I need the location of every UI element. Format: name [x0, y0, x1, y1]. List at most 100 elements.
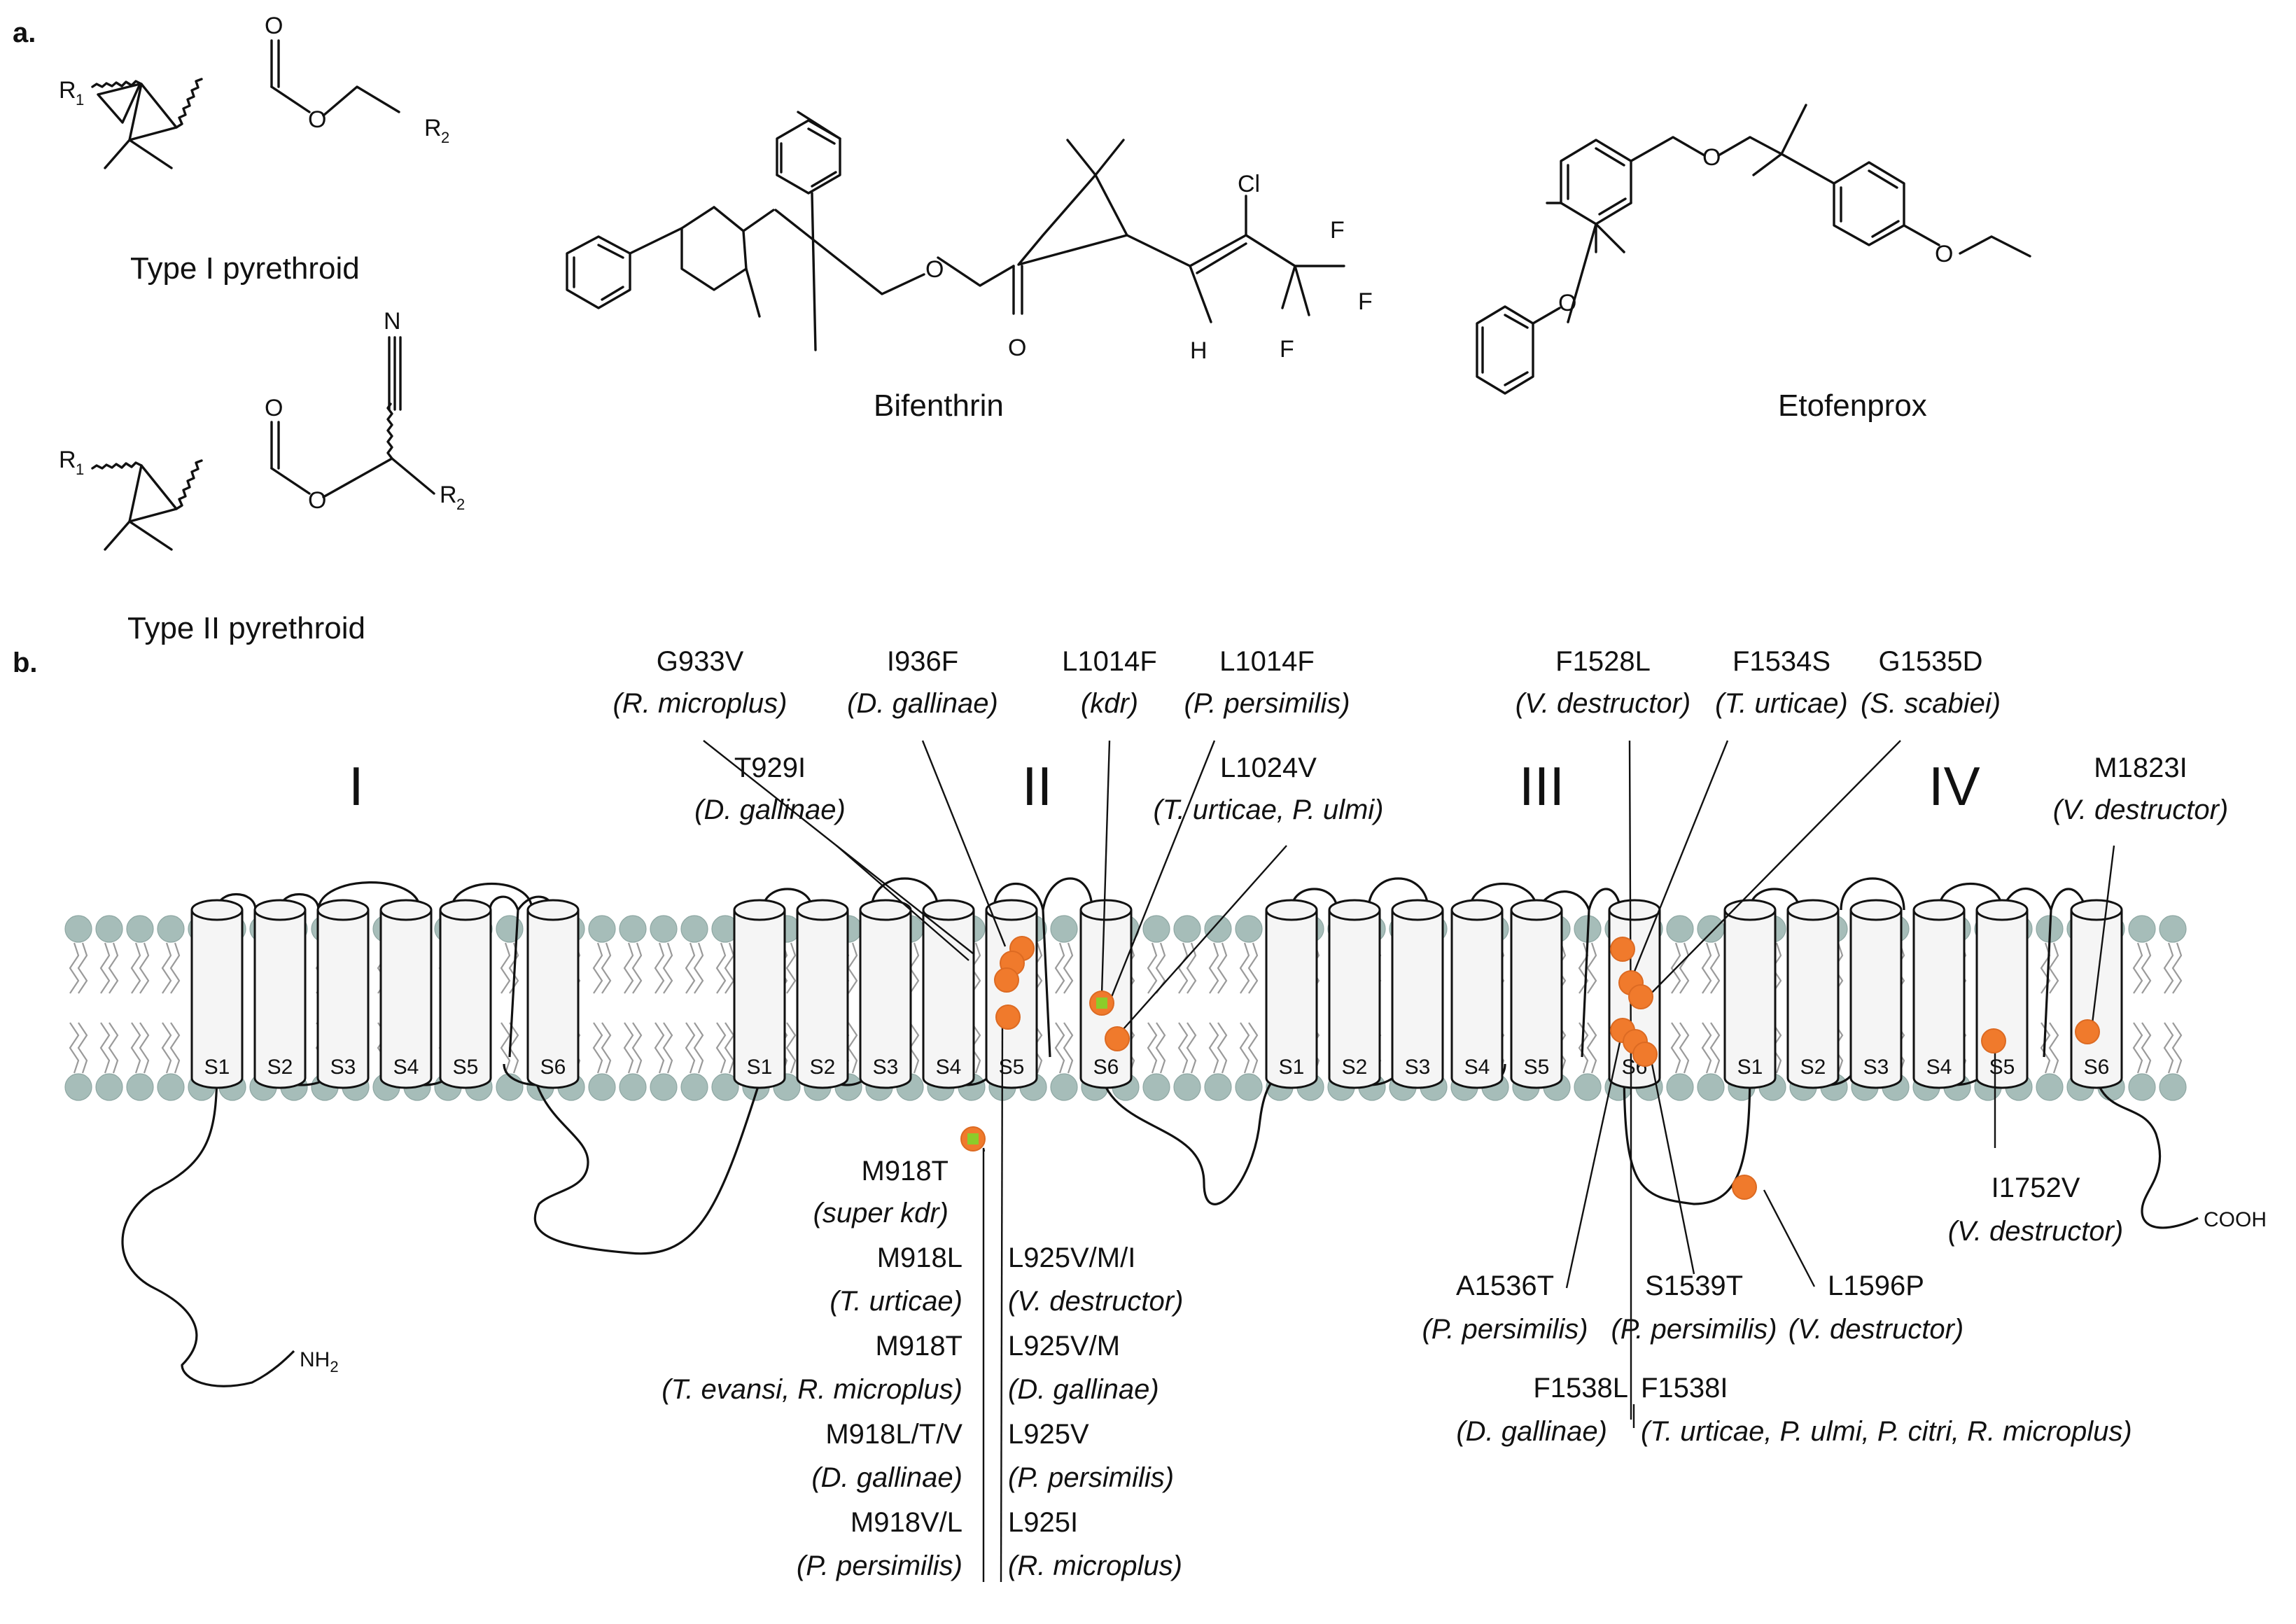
- lipid-tail: [161, 1022, 172, 1074]
- lipid-tail: [1709, 1022, 1721, 1074]
- mut-l1014f-pp-name: L1014F: [1219, 646, 1315, 677]
- lipid-tail: [1239, 1022, 1250, 1074]
- lipid-head: [1050, 915, 1078, 943]
- lipid-tail: [1155, 942, 1166, 994]
- helix-body: [316, 910, 370, 1089]
- lipid-tail: [2132, 1022, 2143, 1074]
- helix-top: [733, 899, 786, 921]
- lipid-head: [2036, 1073, 2064, 1101]
- mut-f1534s-name: F1534S: [1732, 646, 1830, 677]
- site-i1752v: [1981, 1028, 2006, 1054]
- lipid-head: [2159, 1073, 2187, 1101]
- lipid-tail: [1247, 1022, 1259, 1074]
- lipid-head: [1142, 915, 1170, 943]
- type1-label: Type I pyrethroid: [130, 251, 360, 286]
- mut-l1014f-pp-species: (P. persimilis): [1184, 688, 1350, 719]
- helix-top: [1608, 899, 1661, 921]
- mut-g933v-name: G933V: [657, 646, 744, 677]
- segment-label-1-5: S5: [453, 1056, 479, 1079]
- type2-carbonyl-o: O: [265, 395, 283, 421]
- lipid-head: [711, 1073, 739, 1101]
- helix-body: [190, 910, 244, 1089]
- lipid-tail: [2141, 1022, 2152, 1074]
- lipid-tail: [1208, 942, 1219, 994]
- lipid-tail: [847, 1022, 858, 1074]
- lipid-head: [1235, 915, 1263, 943]
- lipid-tail: [161, 942, 172, 994]
- type2-pyrethroid-structure: [91, 336, 435, 551]
- lipid-tail: [1063, 1022, 1074, 1074]
- type1-r1: R: [59, 77, 76, 104]
- lipid-tail: [631, 942, 643, 994]
- domain-label-i: I: [349, 755, 364, 817]
- segment-label-2-3: S3: [873, 1056, 899, 1079]
- lipid-tail: [662, 942, 673, 994]
- mut-i936f-species: (D. gallinae): [847, 688, 998, 719]
- etofenprox-structure: [1560, 104, 2031, 323]
- lipid-tail: [2163, 942, 2174, 994]
- site-l1024v: [1105, 1026, 1130, 1051]
- lipid-head: [1697, 915, 1725, 943]
- mut-l925v-species: (P. persimilis): [1008, 1462, 1174, 1493]
- mut-l925vm-name: L925V/M: [1008, 1331, 1120, 1362]
- lipid-head: [1204, 1073, 1232, 1101]
- lipid-tail: [1208, 1022, 1219, 1074]
- lipid-tail: [1217, 1022, 1228, 1074]
- lipid-tail: [2048, 1022, 2059, 1074]
- mut-m918l-species: (T. urticae): [830, 1286, 962, 1317]
- lipid-tail: [2132, 942, 2143, 994]
- mutation-sites: [960, 936, 2100, 1200]
- helix-top: [1391, 899, 1444, 921]
- lipid-tail: [654, 942, 665, 994]
- helix-top: [1510, 899, 1563, 921]
- helix-top: [985, 899, 1038, 921]
- bifenthrin-h: H: [1190, 337, 1208, 364]
- mut-m918t-name: M918T: [876, 1331, 963, 1362]
- helix-top: [1079, 899, 1133, 921]
- lipid-head: [496, 915, 524, 943]
- lipid-tail: [1155, 1022, 1166, 1074]
- etofenprox-phenoxy-o: O: [1558, 290, 1576, 316]
- lipid-tail: [139, 1022, 150, 1074]
- lipid-tail: [592, 942, 603, 994]
- lipid-tail: [1177, 942, 1189, 994]
- lipid-head: [650, 915, 678, 943]
- lipid-tail: [500, 942, 511, 994]
- mutation-leaders: [703, 740, 2115, 1583]
- site-f1528l: [1610, 937, 1635, 962]
- n-terminus-label: NH2: [300, 1348, 339, 1376]
- panel-a-label: a.: [13, 18, 36, 48]
- segment-label-4-3: S3: [1863, 1056, 1889, 1079]
- site-m918t-core: [967, 1133, 979, 1144]
- type2-r1: R: [59, 447, 76, 473]
- lipid-head: [1666, 1073, 1694, 1101]
- lipid-tail: [2040, 1022, 2051, 1074]
- lipid-head: [588, 915, 616, 943]
- lipid-head: [1050, 1073, 1078, 1101]
- lipid-tail: [1679, 942, 1690, 994]
- lipid-tail: [2141, 942, 2152, 994]
- lipid-tail: [601, 1022, 612, 1074]
- lipid-head: [157, 1073, 185, 1101]
- lipid-tail: [77, 942, 88, 994]
- mutation-labels: G933V (R. microplus) I936F (D. gallinae)…: [613, 646, 2229, 1581]
- segment-label-3-1: S1: [1279, 1056, 1305, 1079]
- segment-label-2-1: S1: [747, 1056, 773, 1079]
- mut-l1596p-name: L1596P: [1828, 1270, 1924, 1301]
- bifenthrin-f2: F: [1358, 288, 1373, 315]
- lipid-head: [588, 1073, 616, 1101]
- segment-label-1-3: S3: [330, 1056, 356, 1079]
- segment-label-4-2: S2: [1800, 1056, 1826, 1079]
- helix-top: [1265, 899, 1318, 921]
- mut-l925vmi-species: (V. destructor): [1008, 1286, 1183, 1317]
- mut-l925vm-species: (D. gallinae): [1008, 1374, 1159, 1405]
- mut-l1014f-kdr-species: (kdr): [1081, 688, 1138, 719]
- helix-body: [379, 910, 433, 1089]
- lipid-tail: [654, 1022, 665, 1074]
- lipid-head: [95, 915, 123, 943]
- mut-f1538l-name: F1538L: [1533, 1373, 1628, 1404]
- helix-top: [796, 899, 849, 921]
- bifenthrin-f3: F: [1280, 336, 1294, 363]
- lipid-tail: [1054, 1022, 1065, 1074]
